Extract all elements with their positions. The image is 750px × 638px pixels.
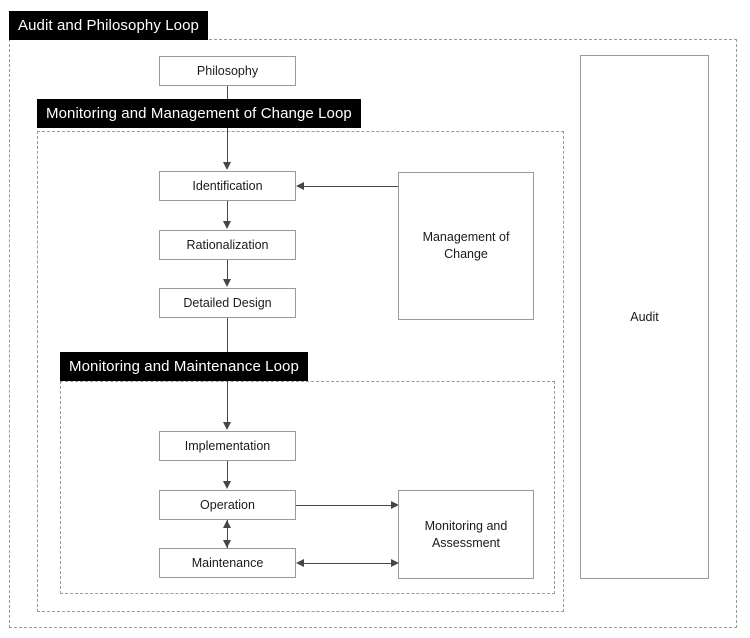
node-rationalization-label: Rationalization bbox=[186, 237, 269, 252]
connector-operation-maintenance bbox=[226, 520, 229, 548]
arrowhead-detailed-design-to-implementation bbox=[223, 422, 231, 430]
arrowhead-implementation-to-operation bbox=[223, 481, 231, 489]
node-implementation-label: Implementation bbox=[184, 438, 271, 453]
arrowhead-maintenance-to-operation bbox=[223, 520, 231, 528]
node-philosophy[interactable]: Philosophy bbox=[159, 56, 296, 86]
loop-label-audit-and-philosophy: Audit and Philosophy Loop bbox=[9, 11, 208, 40]
arrowhead-monitoring-to-maintenance bbox=[296, 559, 304, 567]
node-rationalization[interactable]: Rationalization bbox=[159, 230, 296, 260]
node-maintenance-label: Maintenance bbox=[191, 555, 264, 570]
node-detailed-design[interactable]: Detailed Design bbox=[159, 288, 296, 318]
node-management-of-change-label: Management of Change bbox=[422, 230, 510, 261]
loop-container-monitoring-and-management-of-change bbox=[37, 131, 564, 612]
arrowhead-operation-to-monitoring-and-assessment bbox=[391, 501, 399, 509]
connector-management-of-change-to-identification bbox=[303, 185, 399, 188]
node-identification[interactable]: Identification bbox=[159, 171, 296, 201]
loop-label-monitoring-and-management-of-change: Monitoring and Management of Change Loop bbox=[37, 99, 361, 128]
arrowhead-philosophy-to-identification bbox=[223, 162, 231, 170]
arrowhead-rationalization-to-detailed-design bbox=[223, 279, 231, 287]
node-operation[interactable]: Operation bbox=[159, 490, 296, 520]
arrowhead-maintenance-to-monitoring bbox=[391, 559, 399, 567]
connector-implementation-to-operation bbox=[226, 461, 229, 482]
loop-label-monitoring-and-maintenance: Monitoring and Maintenance Loop bbox=[60, 352, 308, 381]
node-management-of-change[interactable]: Management of Change bbox=[398, 172, 534, 320]
arrowhead-identification-to-rationalization bbox=[223, 221, 231, 229]
node-implementation[interactable]: Implementation bbox=[159, 431, 296, 461]
node-audit-label: Audit bbox=[630, 309, 659, 324]
arrowhead-management-of-change-to-identification bbox=[296, 182, 304, 190]
node-philosophy-label: Philosophy bbox=[196, 63, 259, 78]
connector-operation-to-monitoring-and-assessment bbox=[296, 504, 392, 507]
node-monitoring-and-assessment-label: Monitoring and Assessment bbox=[424, 518, 508, 550]
loop-container-audit-and-philosophy bbox=[9, 39, 737, 628]
loop-container-monitoring-and-maintenance bbox=[60, 381, 555, 594]
node-identification-label: Identification bbox=[192, 178, 263, 193]
node-maintenance[interactable]: Maintenance bbox=[159, 548, 296, 578]
connector-identification-to-rationalization bbox=[226, 201, 229, 222]
node-operation-label: Operation bbox=[200, 497, 255, 512]
node-monitoring-and-assessment[interactable]: Monitoring and Assessment bbox=[398, 490, 534, 579]
connector-rationalization-to-detailed-design bbox=[226, 260, 229, 281]
node-audit[interactable]: Audit bbox=[580, 55, 709, 579]
connector-maintenance-monitoring-and-assessment bbox=[303, 562, 392, 565]
node-detailed-design-label: Detailed Design bbox=[183, 295, 272, 310]
arrowhead-operation-to-maintenance bbox=[223, 540, 231, 548]
